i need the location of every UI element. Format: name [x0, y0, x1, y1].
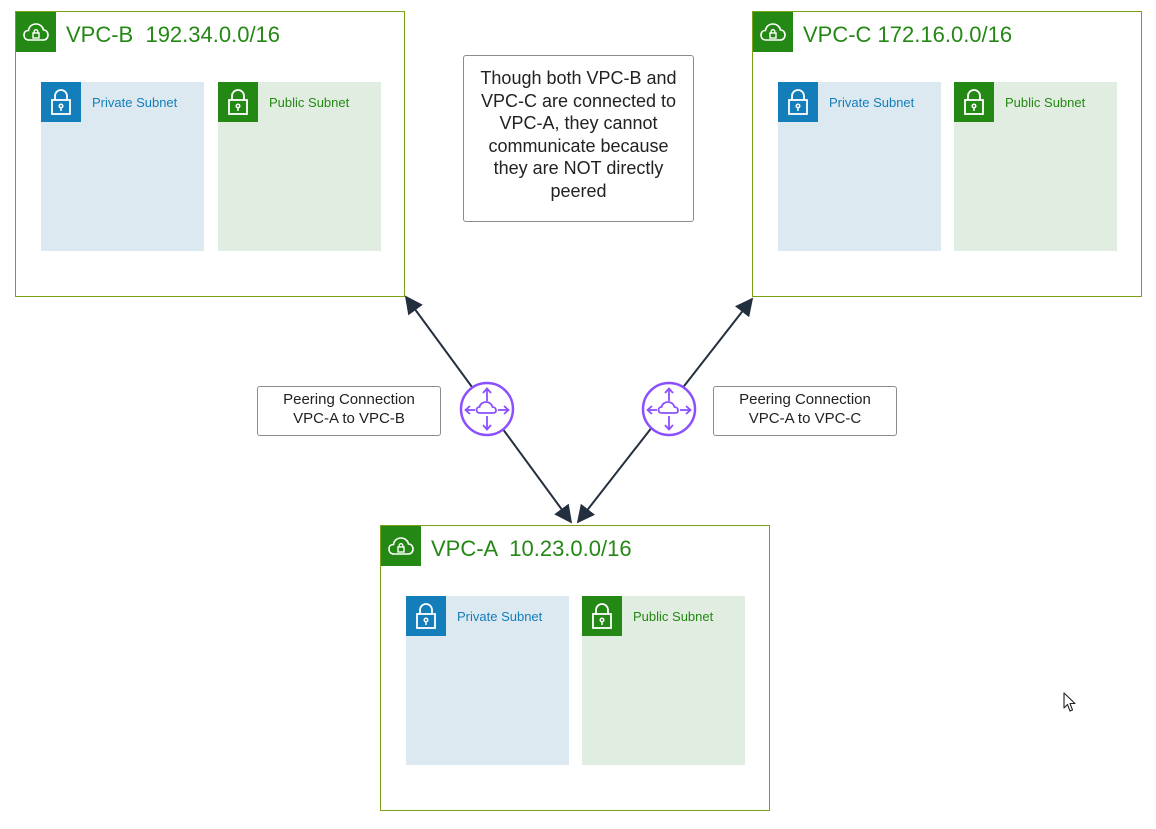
public-subnet[interactable]: Public Subnet: [218, 82, 381, 251]
subnet-label: Public Subnet: [633, 609, 714, 624]
public-subnet[interactable]: Public Subnet: [954, 82, 1117, 251]
subnet-label: Private Subnet: [457, 609, 543, 624]
padlock-icon: [41, 82, 81, 122]
peering-label-ac[interactable]: Peering Connection VPC-A to VPC-C: [713, 386, 897, 436]
padlock-icon: [218, 82, 258, 122]
subnet-label: Private Subnet: [829, 95, 915, 110]
mouse-pointer-icon: [1063, 692, 1077, 719]
peering-label-line: Peering Connection: [739, 391, 871, 408]
note-line: communicate because: [488, 135, 669, 156]
note-line: they are NOT directly: [493, 158, 664, 178]
subnet-label: Public Subnet: [269, 95, 350, 110]
private-subnet[interactable]: Private Subnet: [406, 596, 569, 765]
peering-router-icon-ab[interactable]: [459, 381, 515, 437]
note-box[interactable]: Though both VPC-B and VPC-C are connecte…: [463, 55, 694, 222]
vpc-title: VPC-C 172.16.0.0/16: [803, 22, 1013, 47]
note-line: VPC-A, they cannot: [499, 113, 658, 133]
padlock-icon: [582, 596, 622, 636]
padlock-icon: [778, 82, 818, 122]
vpc-title: VPC-A 10.23.0.0/16: [431, 536, 632, 561]
vpc-cloud-lock-icon: [381, 526, 421, 566]
peering-label-ab[interactable]: Peering Connection VPC-A to VPC-B: [257, 386, 441, 436]
subnet-label: Private Subnet: [92, 95, 178, 110]
vpc-cloud-lock-icon: [753, 12, 793, 52]
peering-label-line: VPC-A to VPC-B: [293, 409, 405, 427]
peering-label-line: VPC-A to VPC-C: [748, 409, 862, 427]
private-subnet[interactable]: Private Subnet: [41, 82, 204, 251]
note-line: VPC-C are connected to: [480, 90, 677, 111]
public-subnet[interactable]: Public Subnet: [582, 596, 745, 765]
peering-label-line: Peering Connection: [283, 391, 415, 408]
vpc-b[interactable]: VPC-B 192.34.0.0/16 Private Subnet Publi…: [15, 11, 405, 297]
private-subnet[interactable]: Private Subnet: [778, 82, 941, 251]
padlock-icon: [406, 596, 446, 636]
peering-router-icon-ac[interactable]: [641, 381, 697, 437]
padlock-icon: [954, 82, 994, 122]
subnet-label: Public Subnet: [1005, 95, 1086, 110]
vpc-title: VPC-B 192.34.0.0/16: [66, 22, 281, 47]
note-line: Though both VPC-B and: [480, 68, 677, 88]
vpc-c[interactable]: VPC-C 172.16.0.0/16 Private Subnet Publi…: [752, 11, 1142, 297]
note-line: peered: [550, 180, 607, 201]
vpc-a[interactable]: VPC-A 10.23.0.0/16 Private Subnet Public…: [380, 525, 770, 811]
vpc-cloud-lock-icon: [16, 12, 56, 52]
